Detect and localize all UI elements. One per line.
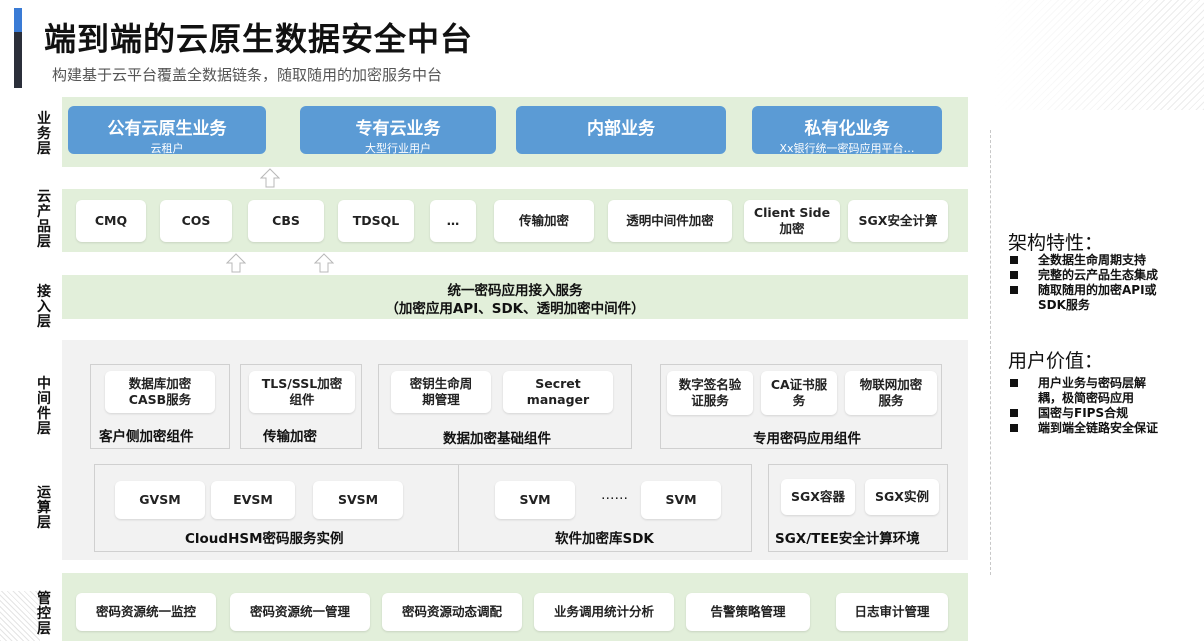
features-title: 架构特性： <box>1008 232 1104 254</box>
layer-label-compute: 运算层 <box>37 485 51 531</box>
layer-label-management: 管控层 <box>37 591 51 637</box>
management-item: 告警策略管理 <box>686 593 810 631</box>
cloud-product-item: SGX安全计算 <box>848 200 948 242</box>
middleware-item: 数据库加密 CASB服务 <box>105 371 215 413</box>
values-title: 用户价值： <box>1008 350 1104 372</box>
compute-item: SVM <box>641 481 721 519</box>
middleware-group-transport: TLS/SSL加密 组件 传输加密 <box>240 364 362 449</box>
feature-text: 随取随用的加密API或 SDK服务 <box>1038 283 1157 312</box>
cloud-product-item: 传输加密 <box>494 200 594 242</box>
value-text: 端到端全链路安全保证 <box>1038 421 1159 435</box>
middleware-item: TLS/SSL加密 组件 <box>249 371 355 413</box>
business-service-subtitle: 大型行业用户 <box>365 142 431 155</box>
compute-group-label: SGX/TEE安全计算环境 <box>775 531 920 547</box>
middleware-group-label: 客户侧加密组件 <box>99 429 194 445</box>
business-service-title: 内部业务 <box>587 119 655 139</box>
layer-label-business: 业务层 <box>37 111 51 157</box>
decorative-pattern <box>994 0 1204 110</box>
bullet-icon <box>1010 409 1018 417</box>
divider <box>990 130 991 575</box>
value-text: 用户业务与密码层解 耦，极简密码应用 <box>1038 376 1147 405</box>
cloud-product-item: TDSQL <box>338 200 414 242</box>
management-layer-band: 密码资源统一监控 密码资源统一管理 密码资源动态调配 业务调用统计分析 告警策略… <box>62 573 968 641</box>
management-item: 业务调用统计分析 <box>534 593 674 631</box>
page-title: 端到端的云原生数据安全中台 <box>44 20 474 58</box>
compute-item: SGX容器 <box>781 479 855 515</box>
business-service-internal: 内部业务 <box>516 106 726 154</box>
bullet-icon <box>1010 424 1018 432</box>
access-service-title: 统一密码应用接入服务 <box>447 283 583 299</box>
arrow-up-icon <box>314 253 334 273</box>
business-service-title: 专有云业务 <box>355 119 441 139</box>
cloud-product-item: CBS <box>248 200 324 242</box>
value-item: 端到端全链路安全保证 <box>1008 421 1198 436</box>
management-item: 密码资源统一监控 <box>76 593 216 631</box>
compute-ellipsis: …… <box>601 487 628 503</box>
business-service-title: 私有化业务 <box>804 119 890 139</box>
middleware-item: CA证书服 务 <box>761 371 837 415</box>
cloud-product-layer-band: CMQ COS CBS TDSQL … 传输加密 透明中间件加密 Client … <box>62 189 968 252</box>
middleware-group-label: 数据加密基础组件 <box>443 431 551 447</box>
middleware-group-special: 数字签名验 证服务 CA证书服 务 物联网加密 服务 专用密码应用组件 <box>660 364 942 449</box>
middleware-item: 密钥生命周 期管理 <box>391 371 491 413</box>
compute-group-label: 软件加密库SDK <box>555 531 654 547</box>
cloud-product-item: 透明中间件加密 <box>608 200 732 242</box>
middleware-group-client: 数据库加密 CASB服务 客户侧加密组件 <box>90 364 230 449</box>
page-subtitle: 构建基于云平台覆盖全数据链条，随取随用的加密服务中台 <box>52 66 443 84</box>
arrow-up-icon <box>226 253 246 273</box>
business-service-private-cloud: 专有云业务 大型行业用户 <box>300 106 496 155</box>
bullet-icon <box>1010 379 1018 387</box>
compute-group-label: CloudHSM密码服务实例 <box>185 531 344 547</box>
compute-item: SVM <box>495 481 575 519</box>
middleware-group-data: 密钥生命周 期管理 Secret manager 数据加密基础组件 <box>378 364 632 449</box>
value-text: 国密与FIPS合规 <box>1038 406 1129 420</box>
bullet-icon <box>1010 286 1018 294</box>
business-service-subtitle: 云租户 <box>150 142 184 155</box>
compute-group-sdk: SVM …… SVM 软件加密库SDK <box>458 464 752 552</box>
middleware-item: Secret manager <box>503 371 613 413</box>
compute-item: SVSM <box>313 481 403 519</box>
feature-text: 全数据生命周期支持 <box>1038 253 1147 267</box>
middleware-compute-band: 数据库加密 CASB服务 客户侧加密组件 TLS/SSL加密 组件 传输加密 密… <box>62 340 968 560</box>
layer-label-access: 接入层 <box>37 284 51 330</box>
business-layer-band: 公有云原生业务 云租户 专有云业务 大型行业用户 内部业务 私有化业务 Xx银行… <box>62 97 968 167</box>
compute-item: GVSM <box>115 481 205 519</box>
feature-item: 随取随用的加密API或 SDK服务 <box>1008 283 1198 313</box>
management-item: 密码资源统一管理 <box>230 593 370 631</box>
feature-text: 完整的云产品生态集成 <box>1038 268 1159 282</box>
layer-label-middleware: 中间件层 <box>37 376 51 437</box>
feature-item: 全数据生命周期支持 <box>1008 253 1198 268</box>
value-item: 国密与FIPS合规 <box>1008 406 1198 421</box>
business-service-title: 公有云原生业务 <box>107 119 227 139</box>
cloud-product-item: CMQ <box>76 200 146 242</box>
middleware-group-label: 传输加密 <box>263 429 317 445</box>
title-accent-bar <box>14 8 22 88</box>
compute-item: SGX实例 <box>865 479 939 515</box>
arrow-up-icon <box>260 168 280 188</box>
business-service-subtitle: Xx银行统一密码应用平台… <box>779 142 915 155</box>
value-item: 用户业务与密码层解 耦，极简密码应用 <box>1008 376 1198 406</box>
layer-label-product: 云产品层 <box>37 189 51 250</box>
cloud-product-item: COS <box>160 200 232 242</box>
decorative-pattern <box>0 591 40 641</box>
middleware-group-label: 专用密码应用组件 <box>753 431 861 447</box>
access-layer-band: 统一密码应用接入服务 （加密应用API、SDK、透明加密中间件） <box>62 275 968 319</box>
compute-group-hsm: GVSM EVSM SVSM CloudHSM密码服务实例 <box>94 464 510 552</box>
business-service-private-deploy: 私有化业务 Xx银行统一密码应用平台… <box>752 106 942 155</box>
cloud-product-item: Client Side 加密 <box>744 200 840 242</box>
values-list: 用户业务与密码层解 耦，极简密码应用 国密与FIPS合规 端到端全链路安全保证 <box>1008 376 1198 436</box>
feature-item: 完整的云产品生态集成 <box>1008 268 1198 283</box>
management-item: 密码资源动态调配 <box>382 593 522 631</box>
access-service-detail: （加密应用API、SDK、透明加密中间件） <box>385 301 645 317</box>
cloud-product-item: … <box>430 200 476 242</box>
middleware-item: 物联网加密 服务 <box>845 371 937 415</box>
compute-item: EVSM <box>211 481 295 519</box>
middleware-item: 数字签名验 证服务 <box>667 371 753 415</box>
bullet-icon <box>1010 256 1018 264</box>
compute-group-sgx: SGX容器 SGX实例 SGX/TEE安全计算环境 <box>768 464 948 552</box>
business-service-public-cloud: 公有云原生业务 云租户 <box>68 106 266 155</box>
features-list: 全数据生命周期支持 完整的云产品生态集成 随取随用的加密API或 SDK服务 <box>1008 253 1198 313</box>
management-item: 日志审计管理 <box>836 593 948 631</box>
bullet-icon <box>1010 271 1018 279</box>
